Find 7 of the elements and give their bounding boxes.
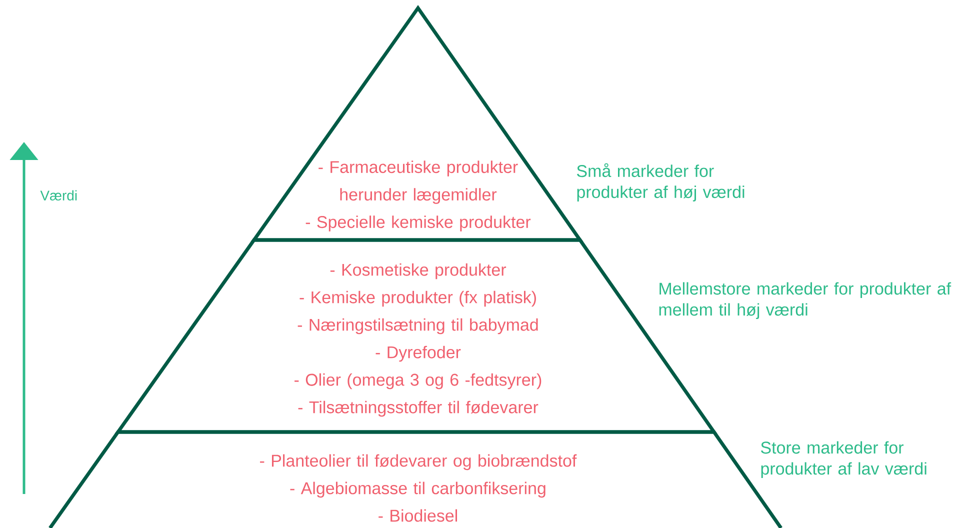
market-note: Små markeder for produkter af høj værdi [576,163,744,202]
axis-label: Værdi [40,190,77,200]
node-text: - Kosmetiske produkter - Kemiske produkter (fx platisk) - Næringstilsætning til babymad - Dyrefoder - Olier (omega 3 og 6 -fedtsyrer) - Tilsætningsstoffer til fødevarer [294,263,542,417]
node-text: - Farmaceutiske produkter herunder lægemidler - Specielle kemiske produkter [306,160,531,232]
market-note: Mellemstore markeder for produkter af mellem til høj værdi [659,282,952,320]
market-note: Store markeder for produkter af lav værdi [760,441,926,478]
node-text: - Planteolier til fødevarer og biobrændstof - Algebiomasse til carbonfiksering - Biodiesel [260,454,577,522]
